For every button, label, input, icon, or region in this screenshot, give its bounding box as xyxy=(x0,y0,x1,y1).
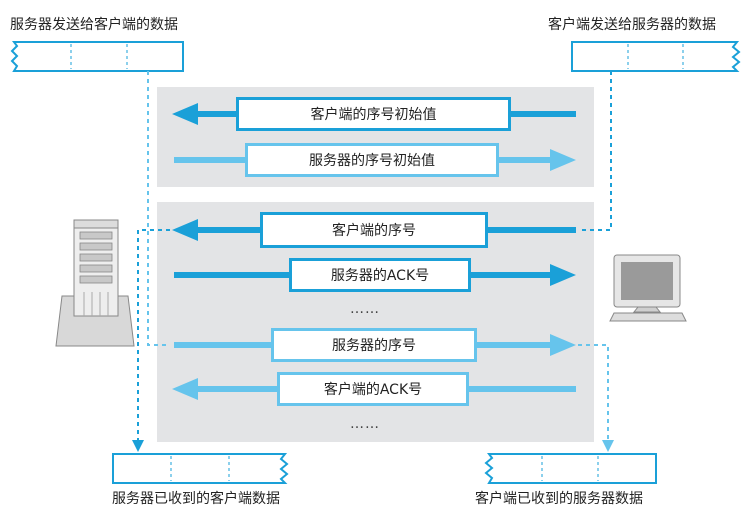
ellipsis-1: …… xyxy=(350,301,380,317)
client-recv-buffer xyxy=(484,453,657,484)
dashed-flow-lines xyxy=(137,71,612,440)
client-send-buffer xyxy=(571,41,741,72)
server-recv-buffer xyxy=(112,453,289,484)
client-recv-caption: 客户端已收到的服务器数据 xyxy=(475,491,643,507)
server-send-caption: 服务器发送给客户端的数据 xyxy=(10,17,178,33)
server-tower-icon xyxy=(55,219,135,347)
label-client-isn: 客户端的序号初始值 xyxy=(236,97,511,131)
client-send-caption: 客户端发送给服务器的数据 xyxy=(548,17,716,33)
label-server-ack: 服务器的ACK号 xyxy=(289,258,471,292)
server-recv-caption: 服务器已收到的客户端数据 xyxy=(112,491,280,507)
server-send-buffer xyxy=(10,41,184,72)
computer-monitor-icon xyxy=(609,254,687,322)
label-client-ack: 客户端的ACK号 xyxy=(277,372,469,406)
label-server-isn: 服务器的序号初始值 xyxy=(245,143,499,177)
label-server-seq: 服务器的序号 xyxy=(271,328,477,362)
ellipsis-2: …… xyxy=(350,416,380,432)
label-client-seq: 客户端的序号 xyxy=(260,212,488,248)
